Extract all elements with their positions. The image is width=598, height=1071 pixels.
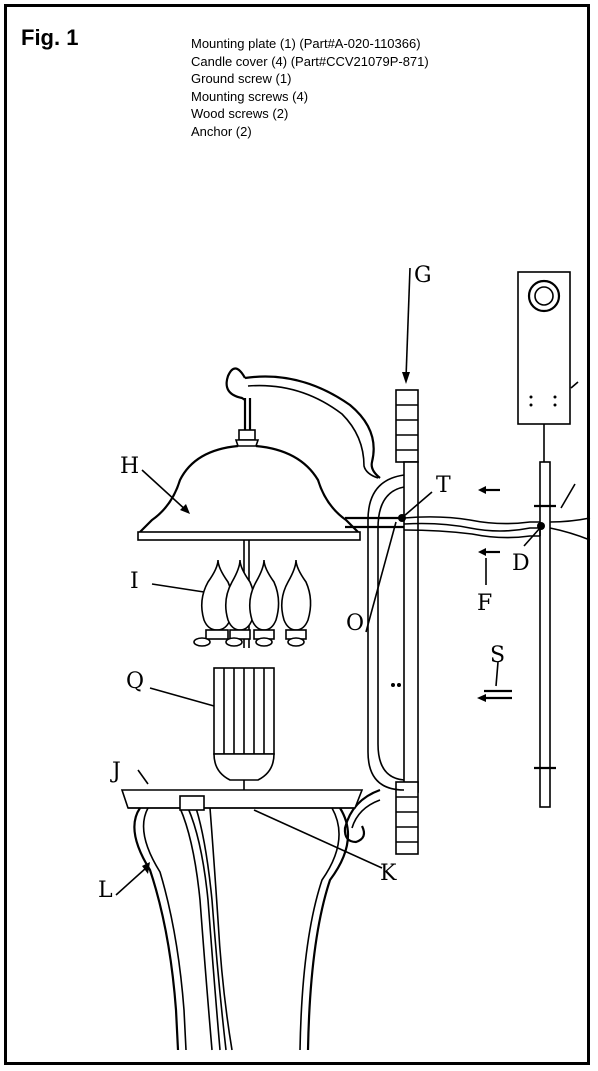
label-D: D — [512, 551, 530, 576]
part-item: Anchor (2) — [191, 123, 252, 139]
label-L: L — [98, 878, 113, 903]
part-item: Ground screw (1) — [191, 71, 292, 86]
label-T: T — [436, 473, 451, 498]
mounting-plate-drawing — [517, 271, 571, 462]
label-O: O — [346, 611, 364, 636]
label-S: S — [490, 643, 505, 668]
part-item: Mounting screws (4) — [191, 88, 309, 104]
candle-cluster-drawing — [213, 667, 275, 796]
direction-arrows — [477, 486, 512, 702]
label-I: I — [130, 569, 139, 594]
part-labels: G H T D F O I S Q J K L — [98, 263, 530, 903]
figure-title: Fig. 1 — [21, 25, 79, 50]
candle-bulbs-drawing — [193, 559, 312, 647]
label-F: F — [477, 591, 492, 616]
label-G: G — [414, 263, 432, 288]
glass-housing-drawing — [120, 789, 364, 1051]
label-K: K — [380, 861, 397, 886]
parts-list: Mounting plate (1) (Part#A-020-110366) C… — [191, 35, 429, 140]
part-item: Mounting plate (1) (Part#A-020-110366) — [191, 36, 421, 51]
backplate-drawing — [367, 389, 419, 855]
label-Q: Q — [126, 669, 144, 694]
crossbar-drawing — [534, 381, 579, 808]
label-H: H — [120, 454, 139, 479]
part-item: Wood screws (2) — [191, 106, 289, 121]
leader-lines — [115, 267, 576, 896]
label-J: J — [110, 759, 121, 784]
supply-wires-drawing — [403, 516, 591, 541]
part-item: Candle cover (4) (Part#CCV21079P-871) — [191, 53, 429, 69]
